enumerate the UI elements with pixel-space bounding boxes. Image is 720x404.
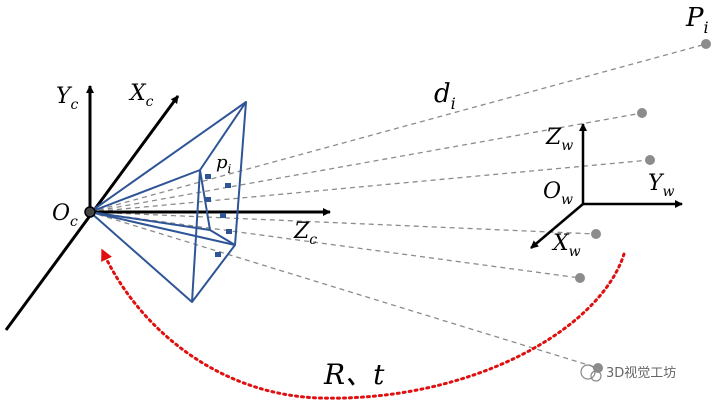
zc-label: Zc [293, 219, 317, 248]
transform-arc [101, 248, 626, 400]
world-point [645, 155, 655, 165]
ray-5 [89, 211, 581, 279]
watermark: 3D视觉工坊 [580, 364, 676, 382]
rt-label: R、t [323, 358, 385, 391]
world-point [591, 229, 601, 239]
ray-2 [89, 112, 643, 213]
xc-label: Xc [128, 81, 154, 110]
wechat-icon [580, 364, 596, 380]
watermark-text: 3D视觉工坊 [606, 366, 676, 381]
camera-frustum [89, 101, 247, 303]
pi-label: pi [216, 152, 232, 176]
xw-label: Xw [551, 231, 581, 260]
image-point [215, 252, 221, 257]
ow-label: Ow [543, 179, 573, 208]
image-point [220, 213, 226, 218]
ray-1 [89, 43, 707, 213]
ray-6 [89, 211, 599, 369]
projection-rays [89, 43, 707, 369]
image-point [226, 229, 232, 234]
zw-label: Zw [545, 125, 573, 154]
camera-center [84, 206, 96, 218]
oc-label: Oc [52, 201, 78, 230]
pi-world-label: Pi [685, 3, 709, 37]
xw-axis [530, 203, 584, 249]
ray-3 [89, 159, 651, 213]
world-point [575, 273, 585, 283]
yw-label: Yw [648, 171, 675, 200]
world-axes [530, 123, 683, 249]
image-point [205, 174, 211, 179]
image-point [225, 183, 231, 188]
world-points [575, 39, 711, 373]
world-point [637, 108, 647, 118]
yc-label: Yc [56, 84, 79, 113]
world-point [701, 39, 711, 49]
image-point [205, 197, 211, 202]
di-label: di [434, 79, 456, 113]
ray-4 [89, 211, 597, 235]
image-points [205, 174, 232, 257]
